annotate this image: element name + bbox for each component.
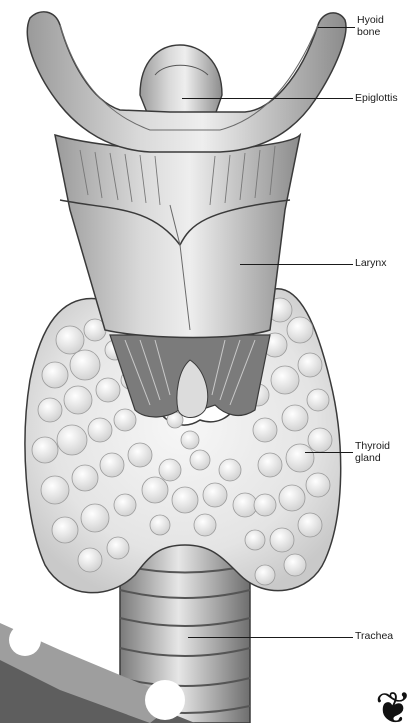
label-thyroid-gland-line1: Thyroid xyxy=(355,440,390,452)
label-hyoid-bone: Hyoid bone xyxy=(357,14,384,38)
leader-line-thyroid-gland xyxy=(305,452,353,453)
label-larynx: Larynx xyxy=(355,257,387,269)
leader-line-trachea xyxy=(188,637,353,638)
label-thyroid-gland: Thyroid gland xyxy=(355,440,390,464)
corner-glyph-decoration: ❦ xyxy=(375,683,409,723)
leader-line-epiglottis xyxy=(182,98,353,99)
leader-line-hyoid-bone xyxy=(318,27,355,28)
label-hyoid-bone-line1: Hyoid xyxy=(357,14,384,26)
cricothyroid-region xyxy=(110,335,270,418)
leader-line-larynx xyxy=(240,264,353,265)
label-thyroid-gland-line2: gland xyxy=(355,452,390,464)
label-hyoid-bone-line2: bone xyxy=(357,26,384,38)
label-epiglottis: Epiglottis xyxy=(355,92,398,104)
label-trachea: Trachea xyxy=(355,630,393,642)
epiglottis xyxy=(140,45,222,115)
